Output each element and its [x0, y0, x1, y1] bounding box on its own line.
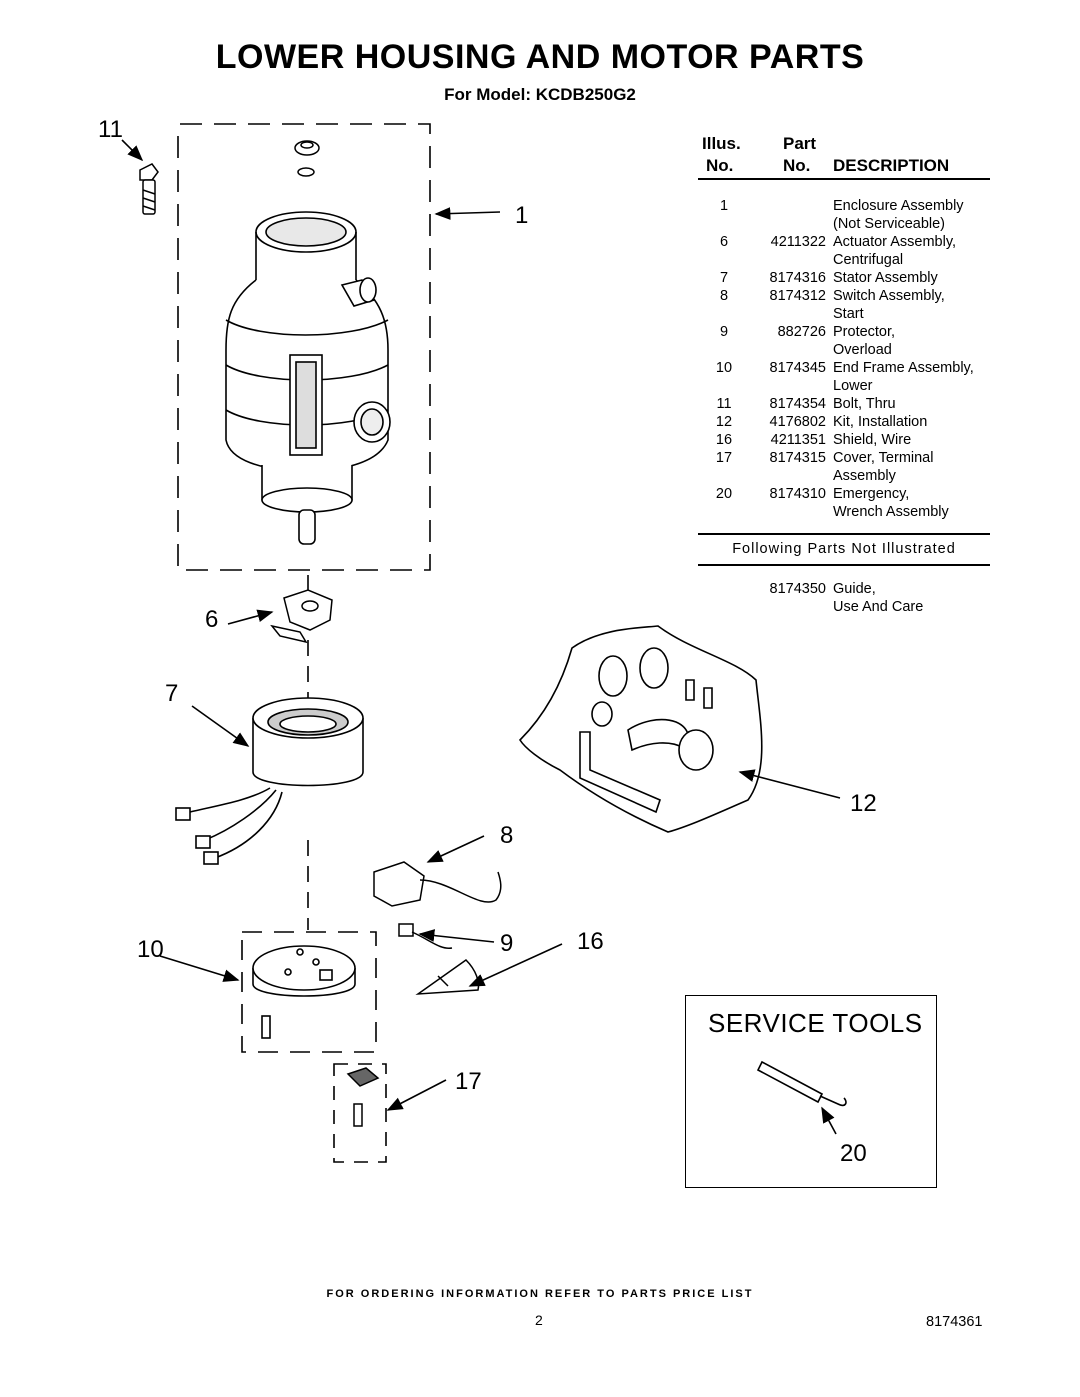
callout-17: 17: [455, 1068, 482, 1095]
table-row: 8174350 Guide, Use And Care: [698, 581, 990, 615]
illus-no: 6: [719, 234, 729, 250]
illus-no: 9: [719, 324, 729, 340]
callout-16: 16: [577, 928, 604, 955]
section-rule-bottom: [698, 564, 990, 566]
callout-1: 1: [515, 202, 529, 229]
part-no: 8174316: [769, 270, 826, 286]
description-cont: Wrench Assembly: [833, 504, 949, 520]
description-cont: (Not Serviceable): [833, 216, 946, 232]
description: Kit, Installation: [833, 414, 928, 430]
table-row: 7 8174316 Stator Assembly: [698, 270, 990, 288]
description: Switch Assembly,: [833, 288, 945, 304]
illus-no: 1: [719, 198, 729, 214]
description: Guide,: [833, 581, 876, 597]
part-no: 882726: [777, 324, 826, 340]
description-cont: Assembly: [833, 468, 896, 484]
part-no: 8174315: [769, 450, 826, 466]
ordering-note: FOR ORDERING INFORMATION REFER TO PARTS …: [326, 1288, 754, 1300]
description: Bolt, Thru: [833, 396, 896, 412]
part-no: 8174354: [769, 396, 826, 412]
page-number: 2: [535, 1312, 543, 1328]
page-title: LOWER HOUSING AND MOTOR PARTS: [215, 38, 865, 76]
header-illus-line1: Illus.: [702, 134, 741, 153]
description: Enclosure Assembly: [833, 198, 964, 214]
enclosure-assembly-drawing: [225, 211, 391, 545]
callout-10: 10: [137, 936, 164, 963]
terminal-cover-drawing: [346, 1067, 380, 1127]
header-description: DESCRIPTION: [833, 156, 950, 175]
description-cont: Overload: [833, 342, 892, 358]
section-rule-top: [698, 533, 990, 535]
header-part-line1: Part: [783, 134, 817, 153]
part-no: 4176802: [769, 414, 826, 430]
header-rule: [698, 178, 990, 180]
thru-bolt-drawing: [139, 163, 159, 215]
header-part-line2: No.: [783, 156, 811, 175]
emergency-wrench-drawing: [756, 1060, 847, 1107]
part-no: 8174350: [769, 581, 826, 597]
illus-no: 12: [715, 414, 733, 430]
protector-drawing: [398, 923, 453, 949]
table-row: 1 Enclosure Assembly (Not Serviceable): [698, 198, 990, 232]
service-tools-title: SERVICE TOOLS: [708, 1008, 923, 1038]
callout-9: 9: [500, 930, 514, 957]
wire-shield-drawing: [415, 959, 480, 995]
model-subtitle: For Model: KCDB250G2: [444, 85, 636, 104]
callout-20: 20: [840, 1140, 867, 1167]
callout-7: 7: [165, 680, 179, 707]
part-no: 4211322: [770, 234, 826, 250]
table-row: 17 8174315 Cover, Terminal Assembly: [698, 450, 990, 484]
part-no: 8174345: [769, 360, 826, 376]
part-no: 4211351: [770, 432, 826, 448]
illus-no: 17: [715, 450, 733, 466]
description: Emergency,: [833, 486, 910, 502]
table-row: 16 4211351 Shield, Wire: [698, 432, 990, 450]
description: Shield, Wire: [833, 432, 912, 448]
not-illustrated-heading: Following Parts Not Illustrated: [732, 541, 956, 557]
actuator-drawing: [270, 589, 333, 644]
callout-11: 11: [98, 116, 123, 143]
description-cont: Centrifugal: [833, 252, 904, 268]
illus-no: 8: [719, 288, 729, 304]
table-row: 20 8174310 Emergency, Wrench Assembly: [698, 486, 990, 520]
table-row: 11 8174354 Bolt, Thru: [698, 396, 990, 414]
callout-12: 12: [850, 790, 877, 817]
description-cont: Use And Care: [833, 599, 924, 615]
description: Stator Assembly: [833, 270, 938, 286]
callout-6: 6: [205, 606, 219, 633]
installation-kit-drawing: [518, 625, 763, 833]
illus-no: 11: [716, 396, 732, 412]
description: Protector,: [833, 324, 896, 340]
table-row: 9 882726 Protector, Overload: [698, 324, 990, 358]
table-row: 12 4176802 Kit, Installation: [698, 414, 990, 432]
end-frame-drawing: [252, 945, 356, 1039]
part-no: 8174310: [769, 486, 826, 502]
stator-drawing: [175, 697, 364, 865]
description: Actuator Assembly,: [833, 234, 957, 250]
description: Cover, Terminal: [833, 450, 934, 466]
table-row: 8 8174312 Switch Assembly, Start: [698, 288, 990, 322]
description-cont: Start: [833, 306, 864, 322]
illus-no: 7: [719, 270, 729, 286]
callout-8: 8: [500, 822, 514, 849]
table-row: 6 4211322 Actuator Assembly, Centrifugal: [698, 234, 990, 268]
description-cont: Lower: [833, 378, 873, 394]
switch-assembly-drawing: [373, 861, 502, 907]
part-no: 8174312: [769, 288, 826, 304]
illus-no: 16: [715, 432, 733, 448]
header-illus-line2: No.: [706, 156, 734, 175]
document-number: 8174361: [926, 1314, 983, 1330]
table-row: 10 8174345 End Frame Assembly, Lower: [698, 360, 990, 394]
illus-no: 10: [715, 360, 733, 376]
service-tools-box: SERVICE TOOLS: [685, 995, 937, 1188]
illus-no: 20: [715, 486, 733, 502]
description: End Frame Assembly,: [833, 360, 974, 376]
